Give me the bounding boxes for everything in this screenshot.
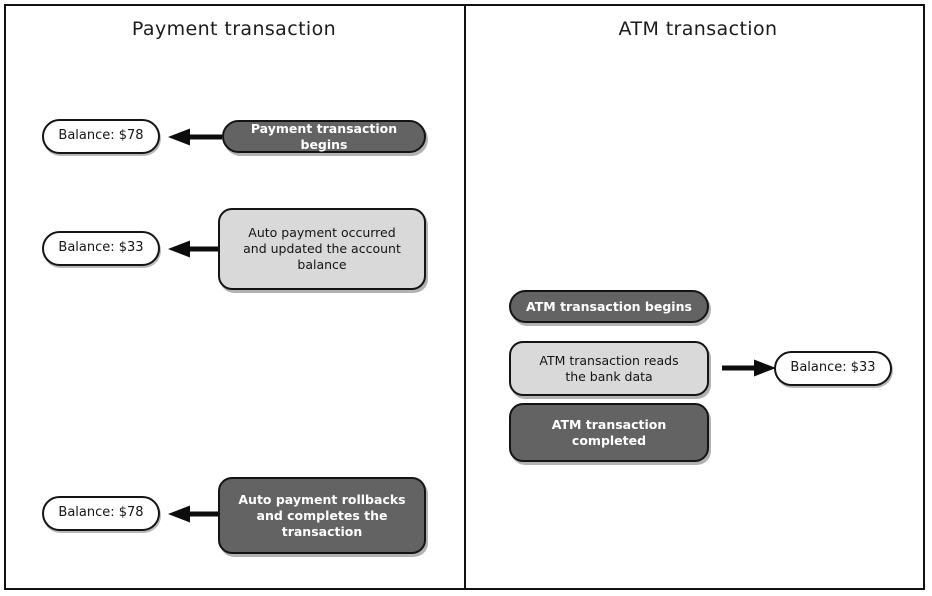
node-balance-78-bottom[interactable]: Balance: $78 — [42, 496, 160, 531]
arrow-auto-payment-to-balance33 — [166, 240, 222, 258]
node-label-line-1: Auto payment occurred — [248, 225, 396, 240]
node-label: Balance: $78 — [58, 128, 144, 144]
node-label-line-2: the bank data — [565, 368, 653, 384]
node-label-line-1: ATM transaction — [551, 416, 667, 432]
node-payment-transaction-begins[interactable]: Payment transaction begins — [222, 120, 426, 153]
node-balance-33-left[interactable]: Balance: $33 — [42, 231, 160, 266]
node-atm-transaction-reads[interactable]: ATM transaction reads the bank data — [509, 341, 709, 396]
left-panel-title: Payment transaction — [131, 18, 337, 40]
node-label-line-1: Auto payment rollbacks — [238, 491, 406, 507]
right-panel-title: ATM transaction — [618, 18, 778, 40]
node-label-line-1: ATM transaction reads — [539, 352, 679, 368]
node-label: Balance: $78 — [58, 505, 144, 521]
node-label: Balance: $33 — [790, 360, 876, 376]
node-label: Payment transaction begins — [250, 120, 398, 152]
node-auto-payment-occurred[interactable]: Auto payment occurred and updated the ac… — [218, 208, 426, 290]
panel-divider — [464, 4, 466, 590]
node-label: ATM transaction begins — [526, 298, 692, 314]
node-label-line-2: and completes the — [256, 507, 388, 523]
node-label-line-3: balance — [297, 257, 347, 272]
node-label: Balance: $33 — [58, 240, 144, 256]
arrow-rollback-to-balance78 — [166, 505, 222, 523]
node-atm-transaction-completed[interactable]: ATM transaction completed — [509, 403, 709, 462]
node-label-line-2: completed — [571, 432, 647, 448]
node-balance-33-right[interactable]: Balance: $33 — [774, 351, 892, 386]
arrow-atm-reads-to-balance33 — [722, 359, 778, 377]
arrow-payment-begins-to-balance78 — [166, 128, 222, 146]
node-auto-payment-rollback[interactable]: Auto payment rollbacks and completes the… — [218, 477, 426, 554]
node-atm-transaction-begins[interactable]: ATM transaction begins — [509, 290, 709, 323]
node-label-line-3: transaction — [281, 523, 363, 539]
node-balance-78-top[interactable]: Balance: $78 — [42, 119, 160, 154]
node-label-line-2: and updated the account — [243, 241, 401, 256]
